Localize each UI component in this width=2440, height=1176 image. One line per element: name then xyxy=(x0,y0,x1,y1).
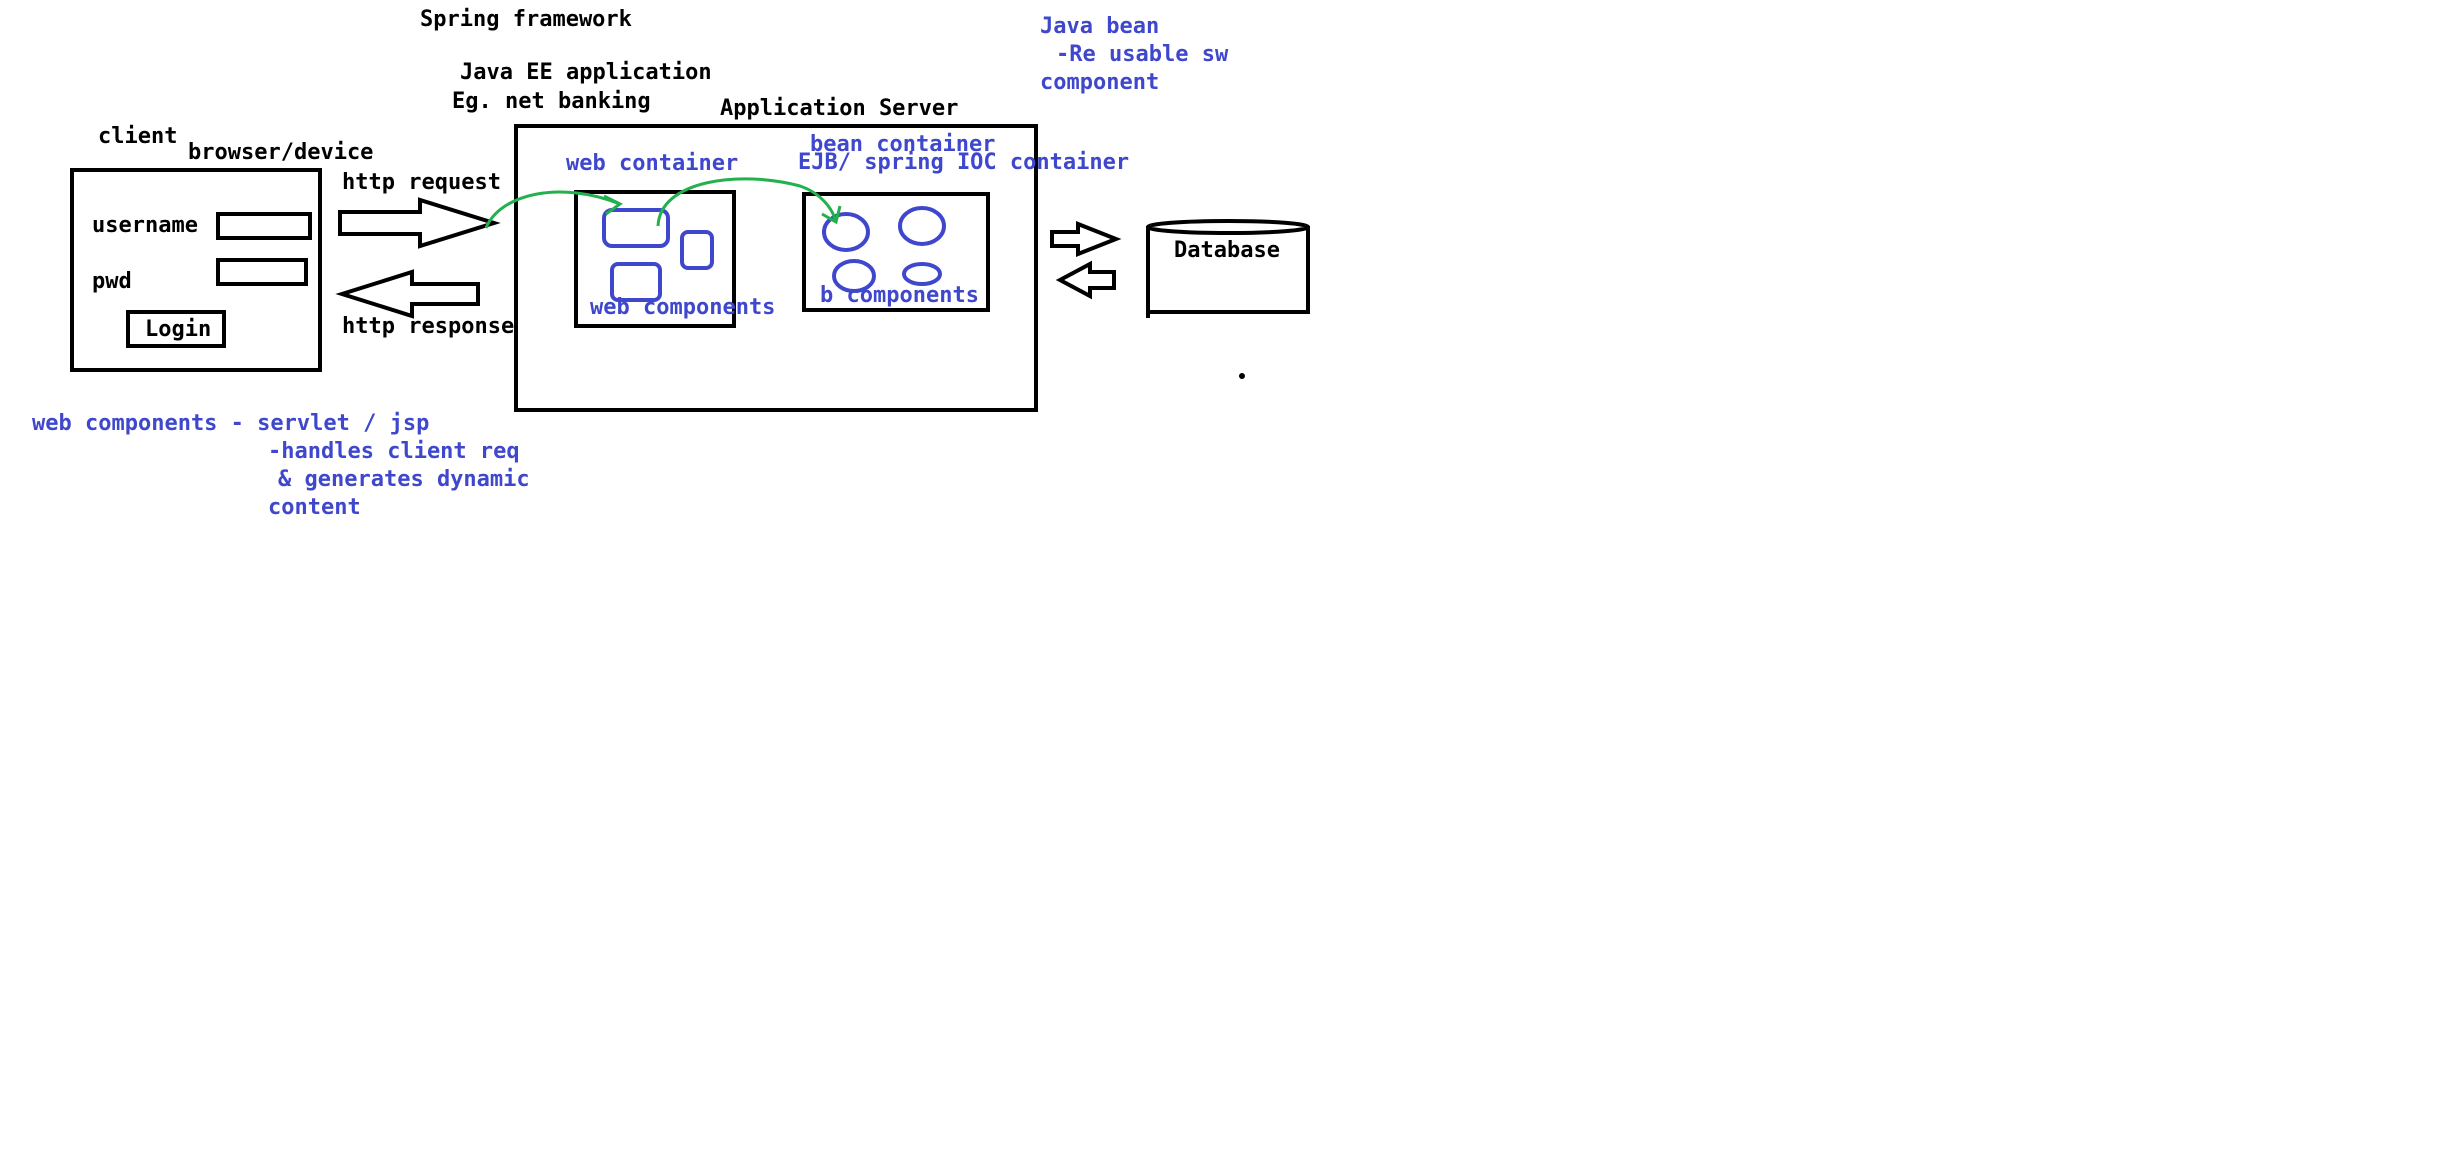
pwd-field[interactable] xyxy=(216,258,308,286)
http-response-label: http response xyxy=(342,314,514,339)
http-request-label: http request xyxy=(342,170,501,195)
bean-component-3 xyxy=(832,259,876,293)
to-database-arrow xyxy=(1050,221,1122,257)
bean-component-2 xyxy=(898,206,946,246)
login-button[interactable] xyxy=(126,310,226,348)
java-bean-desc: -Re usable sw xyxy=(1056,42,1229,67)
http-request-arrow xyxy=(338,197,501,249)
web-component-1 xyxy=(602,208,670,248)
app-title: Java EE application xyxy=(460,60,712,85)
stray-dot xyxy=(1239,373,1245,379)
client-sublabel: browser/device xyxy=(188,140,373,165)
login-button-label: Login xyxy=(145,317,211,342)
database-label: Database xyxy=(1174,238,1280,263)
bean-component-1 xyxy=(822,212,870,252)
bean-container-label: bean container xyxy=(810,132,995,157)
web-components-label: web components xyxy=(590,295,775,320)
bean-container-box xyxy=(802,192,990,312)
web-component-3 xyxy=(610,262,662,302)
diagram-title: Spring framework xyxy=(420,7,632,32)
client-label: client xyxy=(98,124,177,149)
flow-request-to-web-arrow xyxy=(484,190,621,229)
b-components-label: b components xyxy=(820,283,979,308)
username-field[interactable] xyxy=(216,212,312,240)
database-body xyxy=(1146,226,1310,318)
notes-line-4: content xyxy=(268,495,361,520)
web-container-label: web container xyxy=(566,151,738,176)
database-top xyxy=(1146,219,1310,235)
java-bean-desc-cont: component xyxy=(1040,70,1159,95)
app-server-box xyxy=(514,124,1038,412)
app-example: Eg. net banking xyxy=(452,89,651,114)
from-database-arrow xyxy=(1055,260,1116,300)
web-component-2 xyxy=(680,230,714,270)
username-label: username xyxy=(92,213,198,238)
flow-bean-arrowhead xyxy=(821,205,842,225)
java-bean-title: Java bean xyxy=(1040,14,1159,39)
client-box xyxy=(70,168,322,372)
notes-line-2: -handles client req xyxy=(268,439,520,464)
notes-line-1: web components - servlet / jsp xyxy=(32,411,429,436)
notes-line-3: & generates dynamic xyxy=(278,467,530,492)
flow-request-arrowhead xyxy=(603,194,623,216)
http-response-arrow xyxy=(335,269,480,319)
bean-component-4 xyxy=(902,262,942,286)
app-server-label: Application Server xyxy=(720,96,958,121)
pwd-label: pwd xyxy=(92,269,132,294)
ejb-container-label: EJB/ spring IOC container xyxy=(798,150,1129,175)
web-container-box xyxy=(574,190,736,328)
flow-web-to-bean-arrow xyxy=(656,177,838,227)
